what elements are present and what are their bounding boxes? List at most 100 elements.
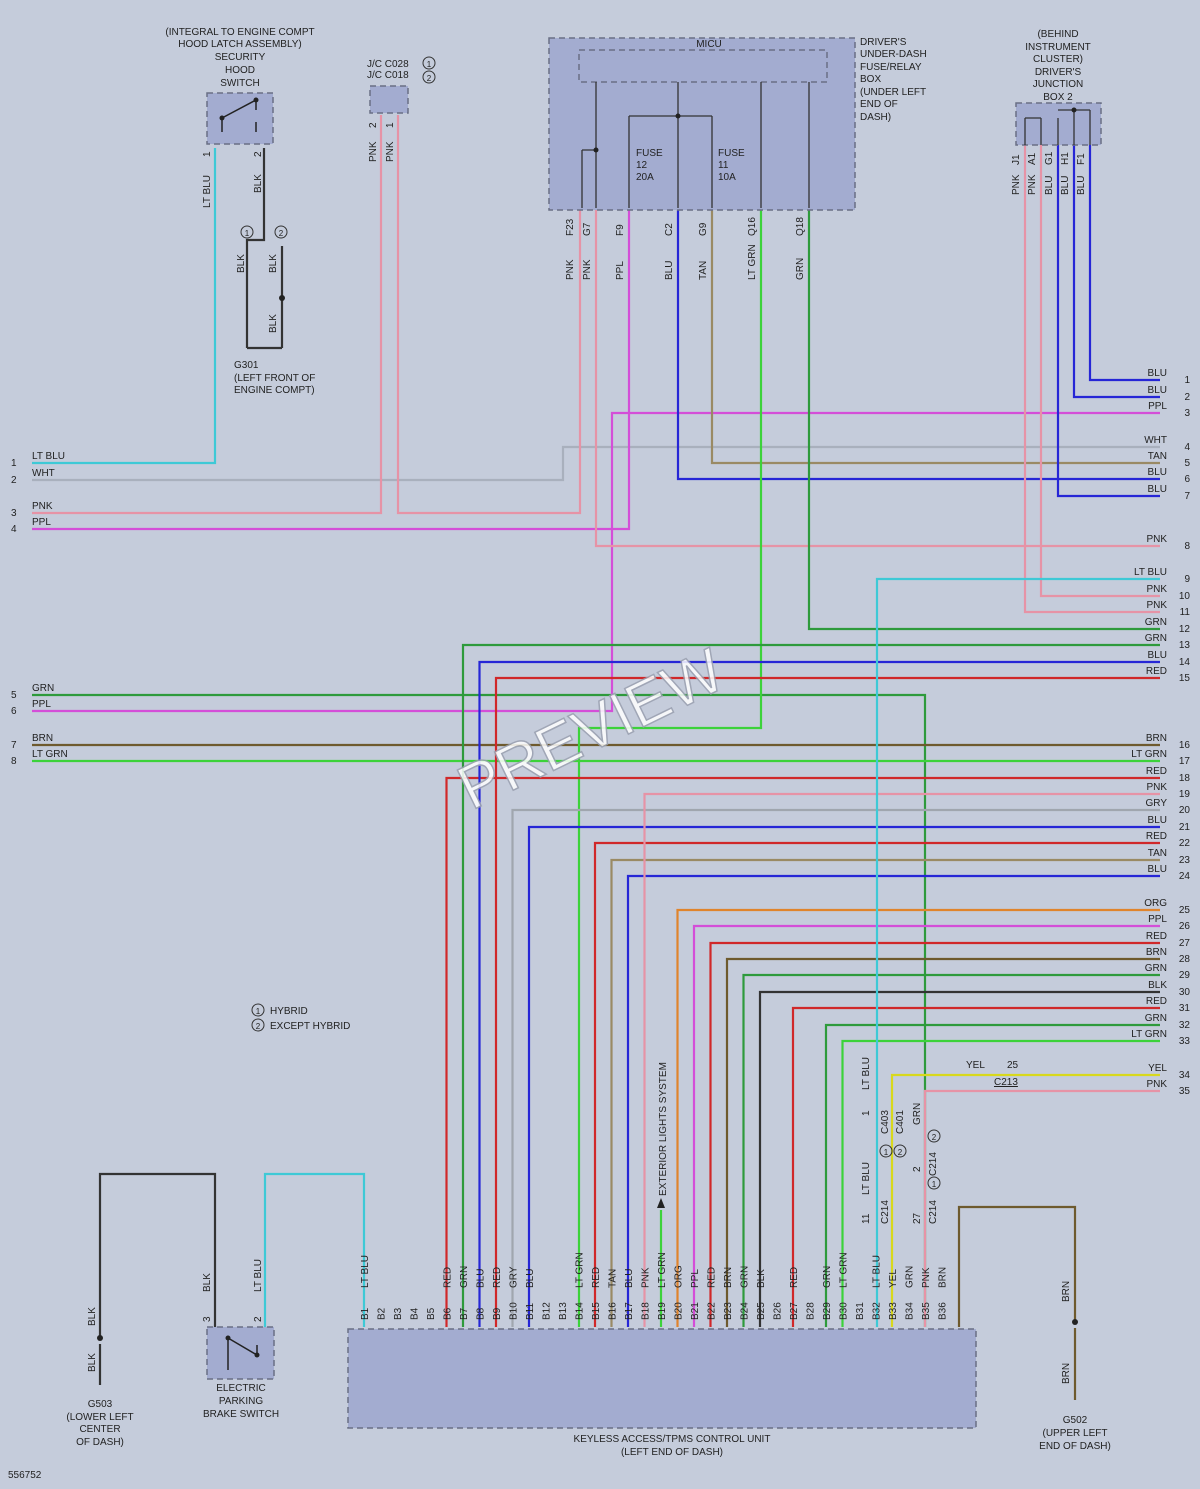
ground-g502: BRN BRN G502 (UPPER LEFT END OF DASH) bbox=[1039, 1281, 1111, 1452]
left-wire-label: PPL bbox=[32, 699, 51, 710]
unit-pin-number: B35 bbox=[921, 1302, 932, 1320]
right-wire-number: 25 bbox=[1179, 905, 1191, 916]
g503-label: G503 bbox=[88, 1399, 113, 1410]
wire-unit-b16 bbox=[610, 858, 1160, 1327]
right-wire-label: RED bbox=[1146, 931, 1167, 942]
junction-connector: J/C C028 J/C C018 1 2 2 1 PNK PNK bbox=[367, 56, 436, 162]
micu-box bbox=[548, 37, 856, 211]
right-wire-number: 23 bbox=[1179, 855, 1191, 866]
right-wire-label: PNK bbox=[1146, 600, 1167, 611]
wire-label: GRN bbox=[912, 1103, 923, 1125]
epb-label: PARKING bbox=[219, 1396, 263, 1407]
circle-2-text: 2 bbox=[279, 229, 284, 238]
wire-unit-b1 bbox=[263, 1172, 366, 1327]
right-wire-number: 5 bbox=[1184, 458, 1190, 469]
wire-jb-a1 bbox=[1039, 145, 1160, 598]
wires-layer bbox=[32, 115, 1160, 1400]
unit-pin-number: B22 bbox=[707, 1302, 718, 1320]
epb-label: BRAKE SWITCH bbox=[203, 1409, 279, 1420]
left-wire-label: LT GRN bbox=[32, 749, 68, 760]
circle-1-marker bbox=[240, 225, 254, 239]
wire-unit-b20 bbox=[676, 908, 1160, 1327]
unit-pin-number: B28 bbox=[806, 1302, 817, 1320]
hood-title-line: HOOD LATCH ASSEMBLY) bbox=[178, 39, 302, 50]
right-wire-label: BLK bbox=[1148, 980, 1167, 991]
circle-2-marker bbox=[274, 225, 288, 239]
unit-pin-number: B16 bbox=[608, 1302, 619, 1320]
right-wire-label: TAN bbox=[1148, 451, 1167, 462]
unit-pin-number: B5 bbox=[426, 1307, 437, 1320]
inline-connectors: LT BLU LT BLU GRN 1 C403 C401 1 2 2 C214… bbox=[861, 1057, 1019, 1224]
right-wire-number: 13 bbox=[1179, 640, 1191, 651]
wire-label: PNK bbox=[385, 141, 396, 162]
epb-pin: 3 bbox=[202, 1316, 213, 1322]
unit-pin-wire-label: PPL bbox=[690, 1269, 701, 1288]
wire-unit-b7 bbox=[461, 643, 1160, 1327]
exterior-lights-label: EXTERIOR LIGHTS SYSTEM bbox=[658, 1062, 669, 1196]
arrow-up-icon bbox=[657, 1198, 665, 1208]
unit-pin-wire-label: BLU bbox=[624, 1269, 635, 1288]
right-wire-label: LT BLU bbox=[1134, 567, 1167, 578]
wire-label: BLK bbox=[87, 1353, 98, 1372]
wire-unit-b21 bbox=[692, 924, 1160, 1327]
junction-pin-number: F1 bbox=[1076, 153, 1087, 165]
right-wire-label: BLU bbox=[1148, 815, 1167, 826]
g503-label: (LOWER LEFT bbox=[66, 1412, 133, 1423]
fuse-box-label: DRIVER'S bbox=[860, 37, 907, 48]
legend-except-hybrid: EXCEPT HYBRID bbox=[270, 1021, 350, 1032]
hood-title-line: SECURITY bbox=[215, 52, 266, 63]
wire-label: BLK bbox=[236, 254, 247, 273]
right-wire-number: 31 bbox=[1179, 1003, 1191, 1014]
wire-jb-h1 bbox=[1072, 145, 1160, 399]
unit-pin-number: B12 bbox=[542, 1302, 553, 1320]
left-wire-number: 1 bbox=[11, 458, 17, 469]
right-wire-label: PPL bbox=[1148, 914, 1167, 925]
right-wire-number: 16 bbox=[1179, 740, 1191, 751]
right-wire-number: 21 bbox=[1179, 822, 1191, 833]
wire-unit-b32 bbox=[875, 577, 1160, 1327]
wire-label: LT BLU bbox=[202, 175, 213, 208]
left-wire-number: 2 bbox=[11, 475, 17, 486]
jc-label: J/C C018 bbox=[367, 70, 409, 81]
unit-pin-wire-label: GRN bbox=[740, 1266, 751, 1288]
wire-label: BRN bbox=[1061, 1281, 1072, 1302]
unit-pin-wire-label: LT BLU bbox=[872, 1255, 883, 1288]
right-wire-number: 29 bbox=[1179, 970, 1191, 981]
legend-hybrid: HYBRID bbox=[270, 1006, 308, 1017]
splice-dot bbox=[97, 1335, 103, 1341]
wire-micu-g7 bbox=[594, 210, 1160, 548]
right-wire-label: BLU bbox=[1148, 467, 1167, 478]
unit-pin-wire-label: TAN bbox=[608, 1269, 619, 1288]
junction-label: (BEHIND bbox=[1037, 29, 1078, 40]
unit-pin-number: B17 bbox=[624, 1302, 635, 1320]
circle-2-text: 2 bbox=[932, 1133, 937, 1142]
g503-label: OF DASH) bbox=[76, 1437, 124, 1448]
micu-pin-number: Q18 bbox=[795, 217, 806, 236]
wire-label: PNK bbox=[368, 141, 379, 162]
unit-pin-wire-label: LT GRN bbox=[575, 1252, 586, 1288]
hood-pin-2: 2 bbox=[253, 151, 264, 157]
c214-pin: 2 bbox=[912, 1166, 923, 1172]
hood-title-line: SWITCH bbox=[220, 78, 259, 89]
wire-label: BLK bbox=[253, 174, 264, 193]
fuse-box-label: BOX bbox=[860, 74, 881, 85]
junction-label: JUNCTION bbox=[1033, 79, 1084, 90]
junction-pin-wire-label: BLU bbox=[1044, 176, 1055, 195]
g502-label: G502 bbox=[1063, 1415, 1088, 1426]
right-wire-number: 35 bbox=[1179, 1086, 1191, 1097]
preview-watermark: PREVIEW bbox=[447, 636, 735, 824]
g502-label: END OF DASH) bbox=[1039, 1441, 1111, 1452]
unit-pin-wire-label: PNK bbox=[921, 1267, 932, 1288]
unit-pin-number: B13 bbox=[558, 1302, 569, 1320]
right-wire-number: 28 bbox=[1179, 954, 1191, 965]
electric-parking-brake-switch: ELECTRIC PARKING BRAKE SWITCH 3 2 BLK LT… bbox=[202, 1259, 279, 1420]
unit-pin-number: B34 bbox=[905, 1302, 916, 1320]
right-wire-label: BLU bbox=[1148, 864, 1167, 875]
left-wire-label: PPL bbox=[32, 517, 51, 528]
left-wire-number: 3 bbox=[11, 508, 17, 519]
right-wire-label: GRN bbox=[1145, 617, 1167, 628]
unit-pin-wire-label: LT GRN bbox=[657, 1252, 668, 1288]
circle-1-marker bbox=[927, 1176, 941, 1190]
junction-pin-wire-label: PNK bbox=[1027, 174, 1038, 195]
jc-pin: 1 bbox=[385, 122, 396, 128]
